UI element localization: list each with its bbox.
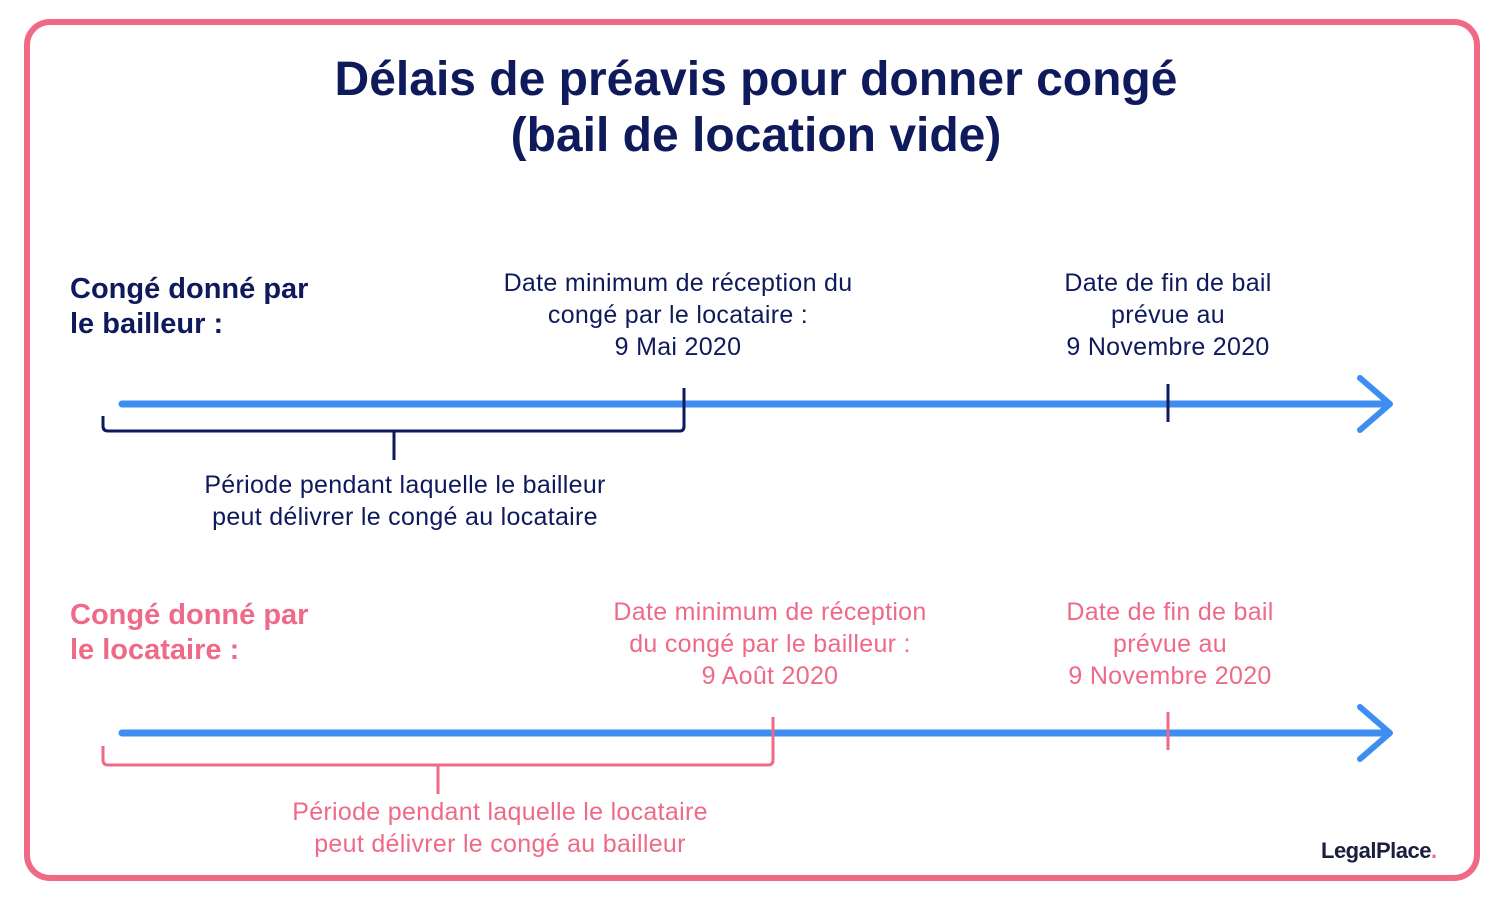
logo-dot: . [1430,838,1437,863]
diagram-frame [24,19,1480,881]
label-line: le bailleur : [70,308,224,340]
annotation-line: 9 Mai 2020 [614,333,742,361]
period-annotation-bailleur: Période pendant laquelle le bailleur peu… [130,469,680,533]
min-date-annotation-locataire: Date minimum de réception du congé par l… [560,596,980,692]
annotation-line: Date minimum de réception du [503,269,853,297]
annotation-line: congé par le locataire : [547,301,809,329]
title-line-2: (bail de location vide) [510,109,1002,162]
annotation-line: 9 Novembre 2020 [1066,333,1270,361]
annotation-line: peut délivrer le congé au bailleur [314,830,686,858]
legalplace-logo: LegalPlace. [1321,838,1437,864]
annotation-line: Date minimum de réception [613,598,927,626]
annotation-line: Date de fin de bail [1066,598,1274,626]
annotation-line: 9 Novembre 2020 [1068,662,1272,690]
annotation-line: 9 Août 2020 [701,662,839,690]
logo-text: LegalPlace [1321,838,1431,863]
annotation-line: Période pendant laquelle le bailleur [204,471,606,499]
annotation-line: prévue au [1113,630,1227,658]
diagram-title: Délais de préavis pour donner congé (bai… [0,52,1512,164]
label-line: Congé donné par [70,599,309,631]
annotation-line: Date de fin de bail [1064,269,1272,297]
annotation-line: prévue au [1111,301,1225,329]
label-line: Congé donné par [70,273,309,305]
title-line-1: Délais de préavis pour donner congé [334,53,1178,106]
annotation-line: du congé par le bailleur : [629,630,911,658]
label-line: le locataire : [70,634,240,666]
timeline-bailleur-label: Congé donné par le bailleur : [70,272,308,342]
end-date-annotation-locataire: Date de fin de bail prévue au 9 Novembre… [1020,596,1320,692]
period-annotation-locataire: Période pendant laquelle le locataire pe… [210,796,790,860]
timeline-locataire-label: Congé donné par le locataire : [70,598,308,668]
end-date-annotation-bailleur: Date de fin de bail prévue au 9 Novembre… [1018,267,1318,363]
annotation-line: Période pendant laquelle le locataire [292,798,708,826]
annotation-line: peut délivrer le congé au locataire [212,503,598,531]
min-date-annotation-bailleur: Date minimum de réception du congé par l… [440,267,916,363]
